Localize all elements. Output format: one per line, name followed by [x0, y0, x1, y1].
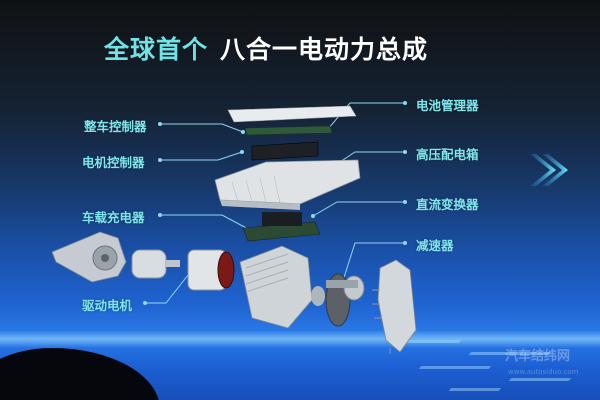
- label-motor-controller: 电机控制器: [82, 155, 145, 170]
- rotor-icon: [131, 249, 180, 279]
- motor-controller-block-icon: [251, 141, 319, 161]
- title-highlight: 全球首个: [104, 35, 209, 64]
- label-dcdc: 直流变换器: [416, 197, 479, 212]
- bms-plate-icon: [227, 105, 357, 123]
- horizon-glow: [0, 330, 600, 348]
- watermark: 汽车结纬网: [505, 349, 571, 364]
- vehicle-controller-pcb-icon: [244, 125, 333, 136]
- label-drive-motor: 驱动电机: [82, 298, 133, 313]
- stator-icon: [187, 249, 235, 291]
- watermark-url: www.autosiduo.com: [508, 368, 579, 376]
- motor-end-housing-icon: [51, 231, 127, 283]
- reducer-gears-icon: [311, 273, 365, 327]
- label-reducer: 减速器: [416, 238, 454, 253]
- double-chevron-right-icon: [530, 154, 568, 186]
- hv-pdu-housing-icon: [214, 159, 361, 210]
- label-obc: 车载充电器: [82, 210, 145, 225]
- motor-housing-icon: [239, 245, 313, 329]
- label-bms: 电池管理器: [416, 98, 479, 113]
- title-main: 八合一电动力总成: [220, 35, 429, 64]
- dcdc-pcb-icon: [242, 212, 321, 242]
- label-vehicle-controller: 整车控制器: [84, 119, 147, 134]
- label-hv-pdu: 高压配电箱: [416, 147, 479, 162]
- reducer-cover-icon: [372, 259, 417, 354]
- slide-title: 全球首个八合一电动力总成: [104, 30, 428, 66]
